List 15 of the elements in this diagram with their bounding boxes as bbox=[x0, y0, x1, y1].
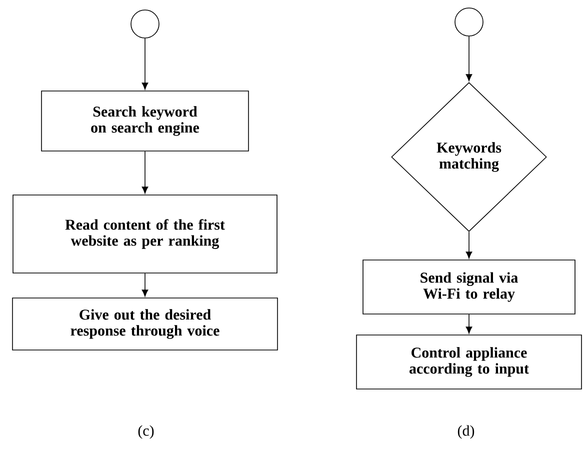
arrow bbox=[142, 151, 148, 194]
process-box: Send signal via Wi-Fi to relay bbox=[362, 260, 576, 314]
panel-label: (d) bbox=[458, 425, 474, 439]
arrow bbox=[466, 314, 472, 334]
process-box: Read content of the first website as per ranking bbox=[12, 194, 278, 274]
arrow bbox=[466, 232, 472, 259]
start-circle bbox=[454, 8, 484, 36]
arrow bbox=[142, 38, 148, 90]
arrow bbox=[466, 36, 472, 82]
process-box: Control appliance according to input bbox=[356, 334, 582, 390]
process-box: Give out the desired response through voice bbox=[12, 298, 278, 350]
panel-label: (c) bbox=[138, 425, 154, 439]
arrow bbox=[142, 273, 148, 297]
start-circle bbox=[130, 10, 160, 38]
process-box: Search keyword on search engine bbox=[41, 90, 249, 152]
